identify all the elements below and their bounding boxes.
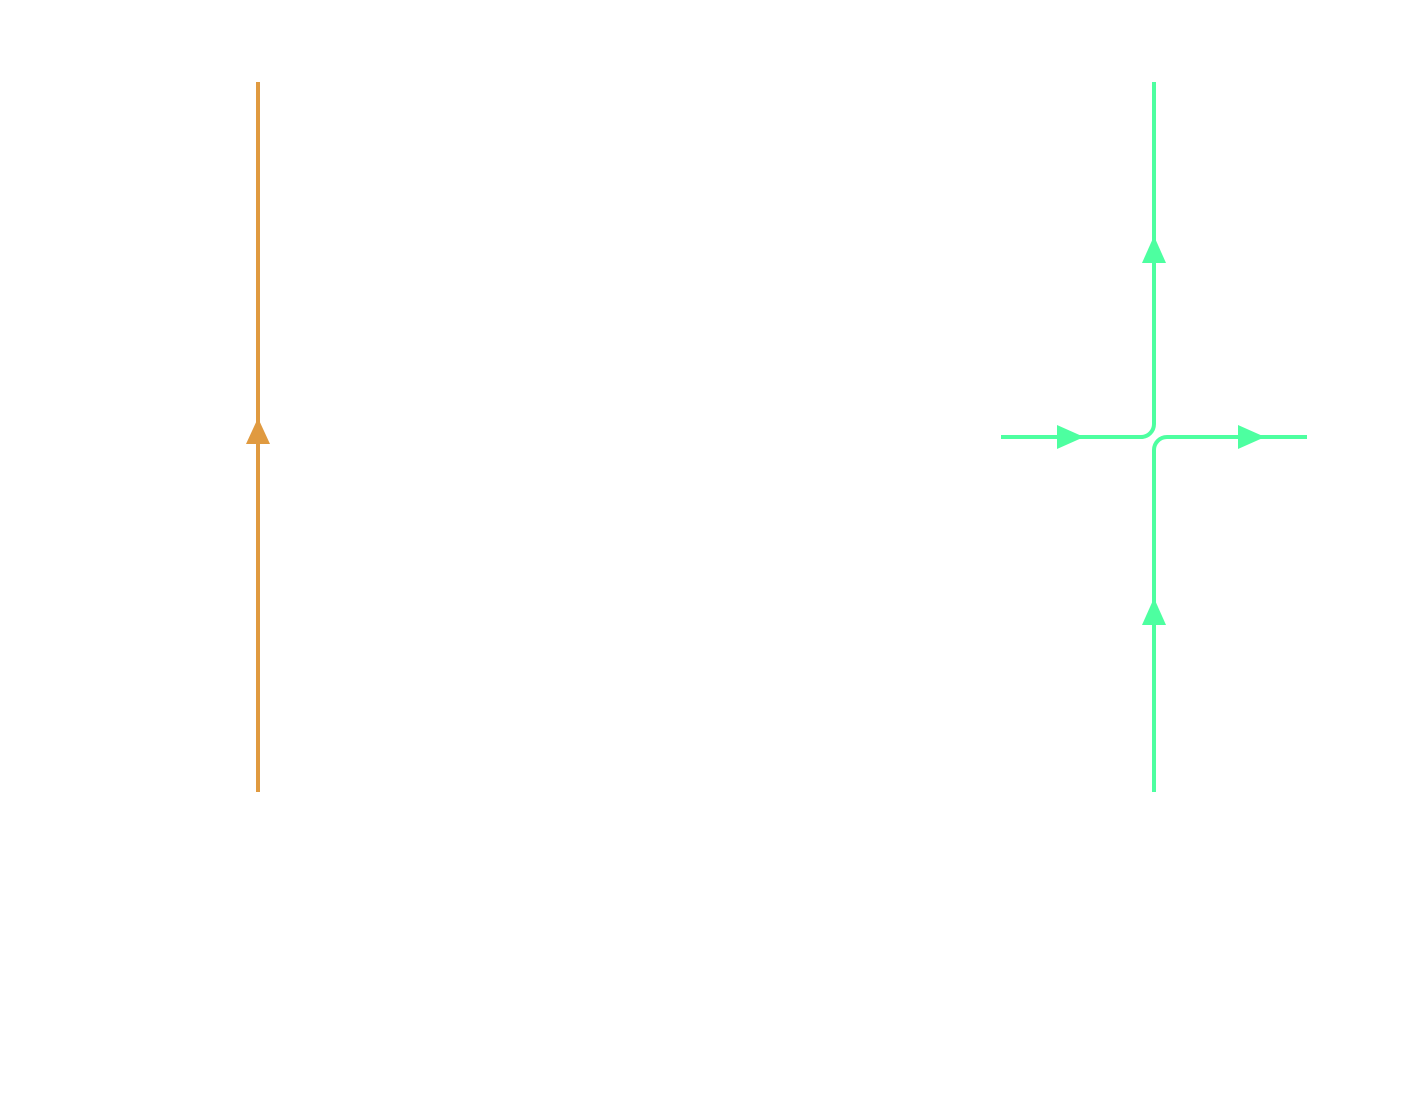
arrow-up-bottom-icon	[1142, 598, 1166, 625]
arrow-up-top-icon	[1142, 236, 1166, 263]
path-up-to-horizontal	[1152, 435, 1307, 792]
left-propagator	[246, 82, 270, 792]
path-horizontal-to-up	[1001, 82, 1156, 439]
right-vertex	[1001, 82, 1307, 792]
arrow-right-right-icon	[1238, 425, 1265, 449]
left-arrow-up-icon	[246, 418, 270, 444]
arrow-right-left-icon	[1057, 425, 1084, 449]
